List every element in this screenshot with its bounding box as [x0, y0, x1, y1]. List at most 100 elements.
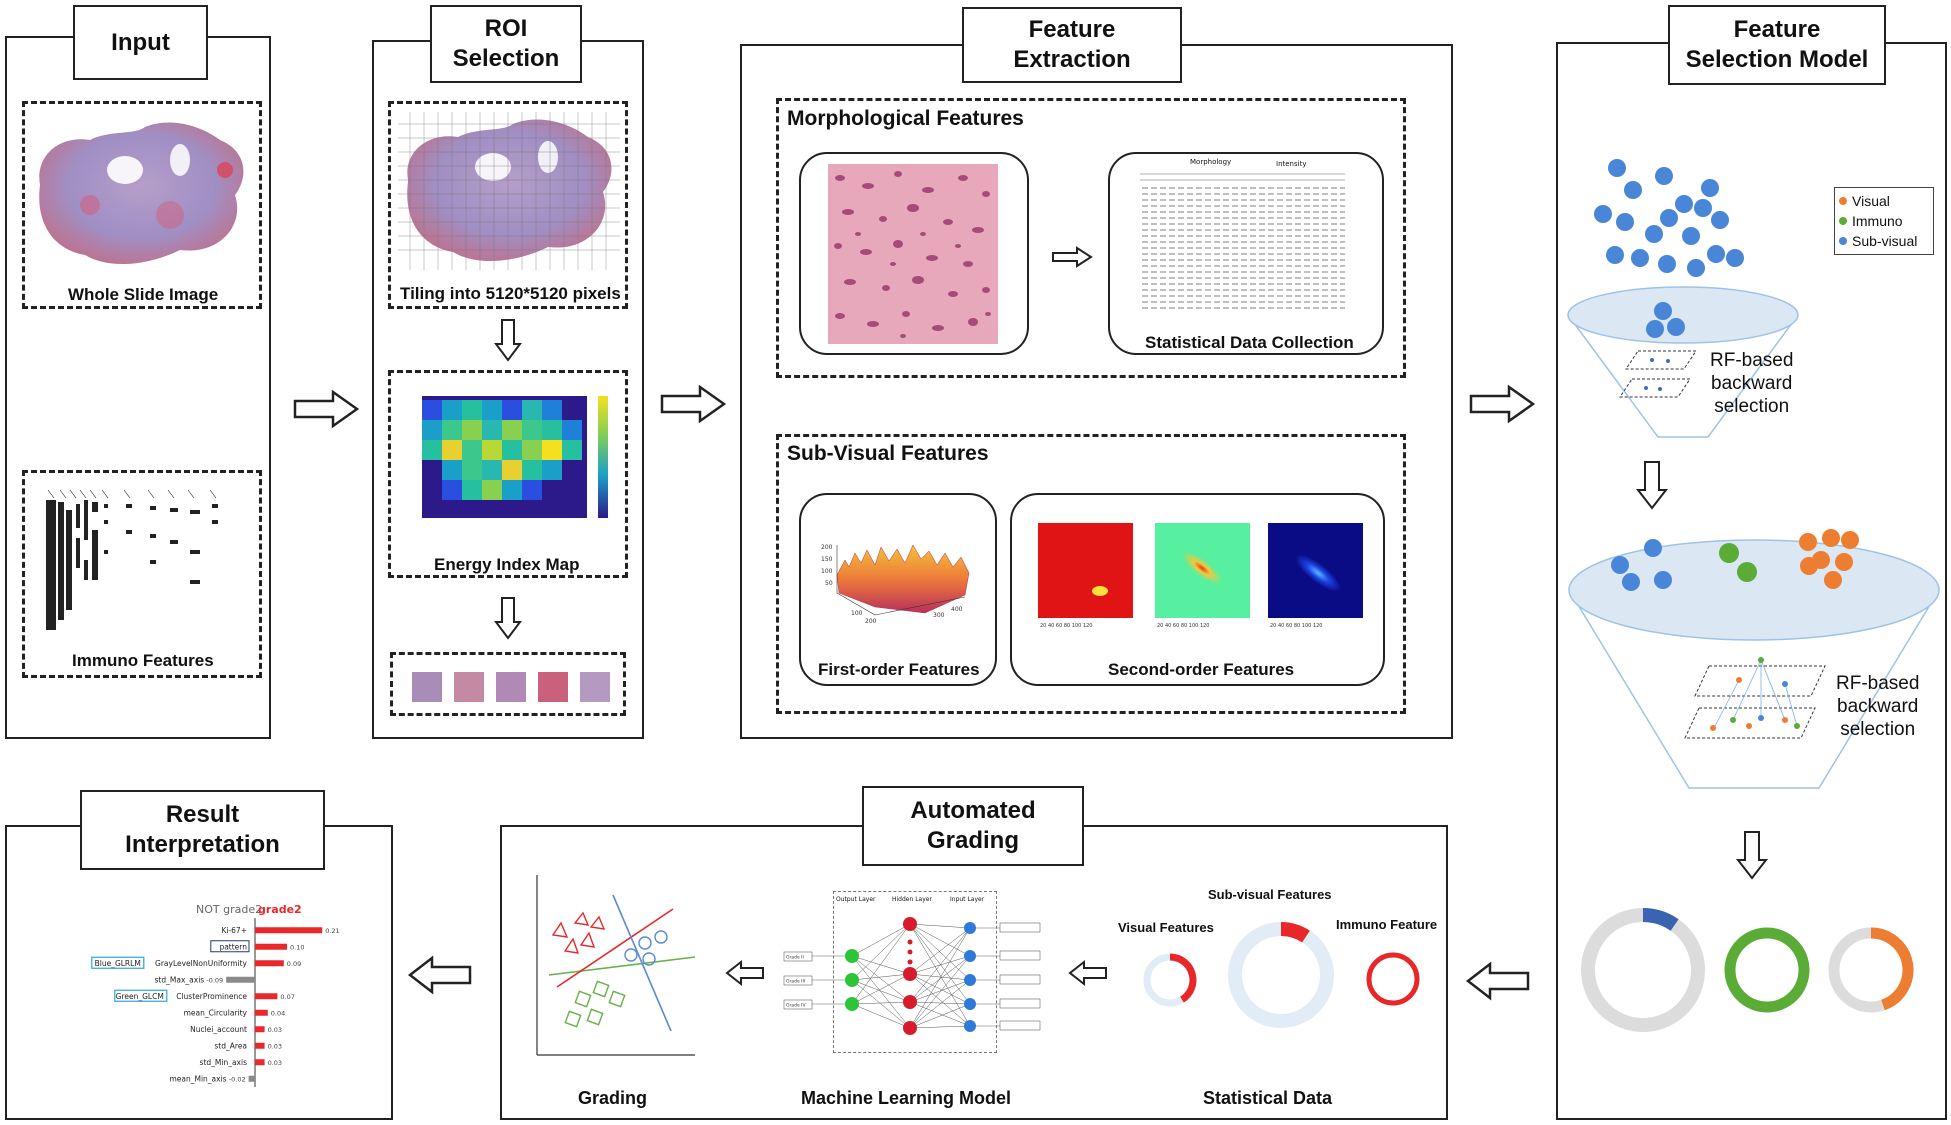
chart-category-label: std_Area: [214, 1041, 247, 1050]
table-header-intensity: Intensity: [1276, 160, 1307, 168]
svg-text:150: 150: [821, 556, 833, 563]
svg-text:100: 100: [851, 610, 863, 617]
morph-title: Morphological Features: [787, 107, 1024, 130]
result-panel: [5, 825, 393, 1120]
svg-text:100: 100: [821, 568, 833, 575]
legend-item-immuno: Immuno: [1839, 211, 1929, 231]
result-legend-grade2: grade2: [258, 903, 302, 916]
chart-value-label: 0.10: [290, 943, 304, 951]
neural-network-diagram: Grade II Grade III Grade IV: [783, 917, 1041, 1035]
subvisual-title: Sub-Visual Features: [787, 442, 989, 465]
arrow-left-icon: [1465, 961, 1530, 1001]
chart-prefix-box: [91, 956, 145, 969]
immuno-caption: Immuno Features: [72, 651, 214, 670]
neural-network-box: [833, 891, 997, 1053]
feature-selection-title: Feature Selection Model: [1668, 5, 1886, 85]
chart-bar: [248, 1075, 255, 1082]
chart-value-label: 0.21: [325, 927, 339, 935]
feature-extraction-title: Feature Extraction: [962, 7, 1182, 83]
nn-output-layer-label: Output Layer: [836, 896, 876, 903]
svg-text:400: 400: [951, 606, 963, 613]
chart-category-label: std_Min_axis: [200, 1058, 248, 1067]
visual-ratio-ring: [1143, 953, 1197, 1007]
chart-category-label: mean_Circularity: [184, 1008, 248, 1017]
chart-bar: [255, 927, 323, 934]
automated-grading-panel: [500, 825, 1448, 1120]
visual-features-label: Visual Features: [1118, 920, 1214, 935]
immuno-feature-label: Immuno Feature: [1336, 917, 1438, 932]
ml-model-caption: Machine Learning Model: [801, 1088, 1012, 1108]
svg-text:200: 200: [865, 618, 877, 625]
chart-value-label: -0.09: [206, 976, 223, 984]
tiling-caption: Tiling into 5120*5120 pixels: [400, 284, 621, 303]
immuno-ratio-ring: [1366, 952, 1420, 1006]
arrow-down-icon: [494, 597, 522, 640]
whole-slide-image: [39, 122, 244, 265]
legend-dot-icon: [1839, 237, 1847, 245]
chart-category-label: std_Max_axis: [155, 975, 205, 984]
svg-text:300: 300: [933, 612, 945, 619]
nn-hidden-layer-label: Hidden Layer: [892, 896, 932, 903]
legend-dot-icon: [1839, 217, 1847, 225]
tiled-slide-image: [398, 112, 620, 270]
chart-prefix-box: [114, 989, 168, 1002]
chart-category-label: Ki-67+: [221, 926, 247, 935]
chart-category-label: mean_Min_axis: [169, 1074, 226, 1083]
chart-bar: [255, 960, 284, 967]
immuno-box: [22, 470, 262, 678]
legend-dot-icon: [1839, 197, 1847, 205]
result-legend-not-grade2: NOT grade2: [196, 903, 263, 916]
grading-scatter-plot: [536, 875, 696, 1056]
immuno-ring-chart: [1724, 927, 1810, 1013]
arrow-left-icon: [407, 955, 472, 995]
energy-index-heatmap: [422, 396, 608, 518]
rf-selection-label-2: RF-based backward selection: [1836, 673, 1920, 740]
funnel-1: [1567, 286, 1799, 438]
rf-selection-label-1: RF-based backward selection: [1710, 350, 1794, 417]
selected-tiles: [412, 672, 610, 702]
chart-highlight-box: [210, 940, 250, 953]
chart-bar: [255, 1009, 268, 1016]
nn-input-layer-label: Input Layer: [950, 896, 985, 903]
chart-category-label: ClusterProminence: [176, 992, 247, 1001]
glcm-red-map: 20 40 60 80 100 120: [1038, 523, 1133, 629]
feature-importance-chart: 0.21Ki-67+0.10pattern0.09GrayLevelNonUni…: [91, 918, 340, 1087]
arrow-right-icon: [293, 389, 360, 429]
glcm-blue-map: 20 40 60 80 100 120: [1268, 523, 1363, 629]
chart-value-label: 0.03: [268, 1042, 282, 1050]
grading-caption: Grading: [578, 1088, 648, 1108]
statistical-table: [1140, 173, 1345, 309]
legend-item-subvisual: Sub-visual: [1839, 231, 1929, 251]
glcm-green-map: 20 40 60 80 100 120: [1155, 523, 1250, 629]
tiling-box: [388, 101, 628, 309]
sub-visual-features-label: Sub-visual Features: [1208, 887, 1332, 902]
tiles-box: [390, 652, 626, 716]
chart-bar: [255, 1026, 265, 1033]
table-header-morphology: Morphology: [1190, 158, 1232, 166]
svg-text:20 40 60 80 100 120: 20 40 60 80 100 120: [1270, 623, 1322, 629]
immuno-feature-matrix: [46, 489, 218, 630]
wsi-caption: Whole Slide Image: [68, 285, 219, 304]
chart-category-label: pattern: [219, 942, 247, 951]
chart-category-label: GrayLevelNonUniformity: [155, 959, 248, 968]
nn-grade-label: Grade II: [786, 955, 804, 961]
arrow-down-icon: [1735, 831, 1769, 880]
chart-value-label: 0.03: [268, 1059, 282, 1067]
chart-value-label: 0.03: [268, 1026, 282, 1034]
chart-bar: [255, 943, 287, 950]
legend-item-visual: Visual: [1839, 191, 1929, 211]
subvisual-ring-chart: [1581, 908, 1705, 1032]
chart-bar: [255, 993, 278, 1000]
chart-bar: [255, 1059, 265, 1066]
chart-bar: [226, 976, 255, 983]
arrow-down-icon: [1635, 461, 1669, 510]
chart-prefix-label: Green_GLCM: [116, 992, 164, 1001]
second-order-caption: Second-order Features: [1108, 660, 1295, 679]
energy-caption: Energy Index Map: [434, 555, 580, 574]
chart-value-label: -0.02: [229, 1075, 246, 1083]
chart-prefix-label: Blue_GLRLM: [95, 959, 141, 968]
morph-section: [776, 98, 1406, 378]
chart-value-label: 0.07: [280, 993, 294, 1001]
energy-box: [388, 370, 628, 578]
roi-title: ROI Selection: [430, 5, 582, 83]
